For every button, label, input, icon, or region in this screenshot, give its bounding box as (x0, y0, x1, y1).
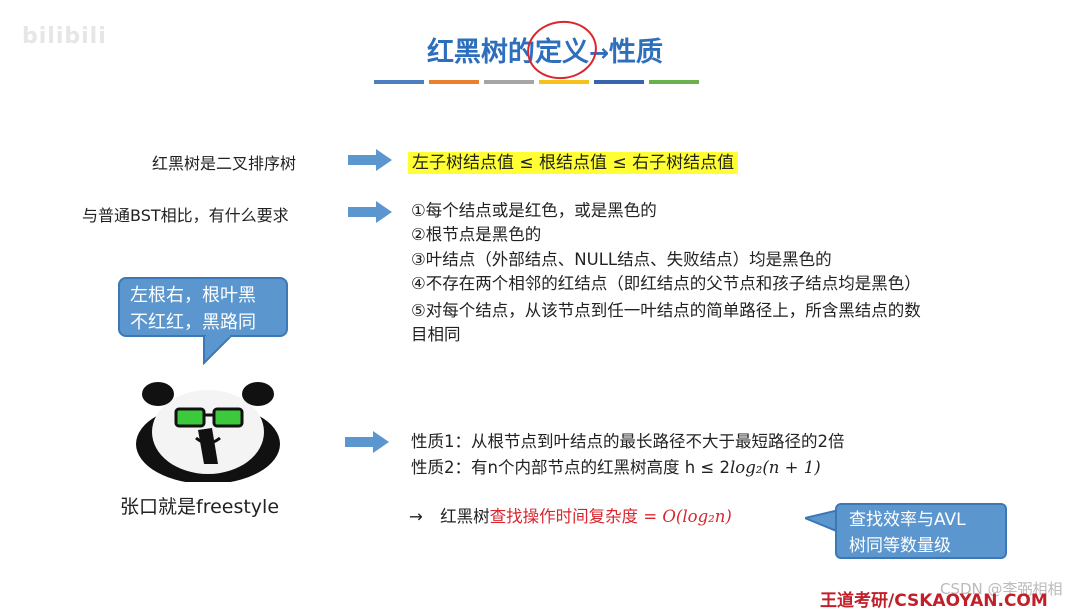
small-arrow-icon: → (409, 507, 423, 526)
mnemonic-line-1: 左根右，根叶黑 (130, 285, 256, 306)
property-1: 性质1：从根节点到叶结点的最长路径不大于最短路径的2倍 (411, 432, 845, 451)
property-2: 性质2：有n个内部节点的红黑树高度 h ≤ 2log₂(n + 1) (411, 454, 821, 478)
complexity-red-text: 查找操作时间复杂度 = (489, 507, 663, 526)
meme-caption: 张口就是freestyle (120, 496, 280, 518)
efficiency-line-2: 树同等数量级 (849, 536, 951, 556)
slide-title: 红黑树的定义→性质 (0, 30, 1090, 69)
rule-3: ③叶结点（外部结点、NULL结点、失败结点）均是黑色的 (411, 250, 832, 269)
rule-5-cont: 目相同 (411, 325, 461, 344)
mnemonic-line-2: 不红红，黑路同 (130, 312, 256, 333)
color-bar-3 (484, 80, 534, 84)
title-part3: 性质 (609, 37, 664, 68)
complexity-prefix: 红黑树 (440, 507, 490, 526)
rule-5: ⑤对每个结点，从该节点到任一叶结点的简单路径上，所含黑结点的数 (411, 301, 921, 320)
color-bar-5 (594, 80, 644, 84)
bubble2-tail (805, 510, 839, 534)
csdn-watermark: CSDN @李弼相相 (940, 580, 1063, 598)
rule-2: ②根节点是黑色的 (411, 225, 542, 244)
mnemonic-bubble: 左根右，根叶黑 不红红，黑路同 (118, 277, 288, 337)
bilibili-logo: bilibili (22, 24, 107, 49)
property-2-text: 性质2：有n个内部节点的红黑树高度 h ≤ 2 (411, 458, 730, 477)
color-bar-6 (649, 80, 699, 84)
bst-highlight: 左子树结点值 ≤ 根结点值 ≤ 右子树结点值 (408, 152, 739, 174)
bubble-tail (203, 335, 234, 365)
property-2-formula: log₂(n + 1) (729, 458, 821, 477)
rule-4: ④不存在两个相邻的红结点（即红结点的父节点和孩子结点均是黑色） (411, 274, 921, 293)
title-arrow: → (588, 39, 610, 67)
title-part2: 定义 (534, 37, 589, 68)
color-bar-1 (374, 80, 424, 84)
right-arrow-icon (348, 201, 392, 223)
bst-label: 红黑树是二叉排序树 (152, 154, 297, 173)
panda-meme-image (136, 382, 280, 482)
color-bar-4 (539, 80, 589, 84)
complexity-formula: O(log₂n) (662, 507, 732, 526)
footer-brand: 王道考研/CSKAOYAN.COM (820, 591, 1048, 611)
complexity-line: → 红黑树查找操作时间复杂度 = O(log₂n) (409, 503, 732, 527)
title-part1: 红黑树的 (426, 37, 535, 68)
right-arrow-icon (348, 149, 392, 171)
red-circle-annotation (523, 16, 601, 84)
rule-1: ①每个结点或是红色，或是黑色的 (411, 201, 657, 220)
right-arrow-icon (345, 431, 389, 453)
color-bar-2 (429, 80, 479, 84)
efficiency-bubble: 查找效率与AVL 树同等数量级 (835, 503, 1007, 559)
efficiency-line-1: 查找效率与AVL (849, 510, 966, 530)
requirements-label: 与普通BST相比，有什么要求 (82, 206, 289, 225)
